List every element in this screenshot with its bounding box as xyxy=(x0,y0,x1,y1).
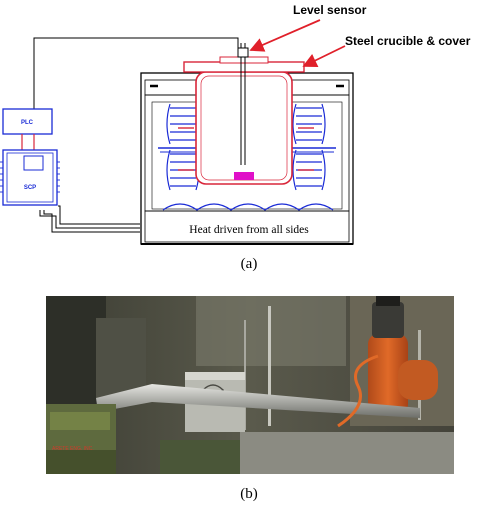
scp-fins xyxy=(0,161,60,193)
scp-label: SCP xyxy=(24,185,36,191)
caption-b: (b) xyxy=(240,486,258,502)
level-sensor-probe xyxy=(237,43,249,165)
plc-label: PLC xyxy=(21,120,34,126)
schematic: PLC SCP xyxy=(0,3,471,245)
crucible-label: Steel crucible & cover xyxy=(345,34,471,48)
photo: ARETE ENG. INC. xyxy=(46,296,454,474)
level-sensor-arrow xyxy=(249,19,321,52)
caption-a: (a) xyxy=(240,256,258,272)
photo-stamp-text: ARETE ENG. INC. xyxy=(52,446,94,452)
heat-label: Heat driven from all sides xyxy=(189,224,309,236)
level-sensor-label: Level sensor xyxy=(293,3,367,17)
crucible-arrow xyxy=(302,45,346,67)
crucible xyxy=(183,56,305,185)
scp-box: SCP xyxy=(2,149,58,206)
heater-terminals xyxy=(178,127,314,171)
plc-box: PLC xyxy=(2,108,53,135)
